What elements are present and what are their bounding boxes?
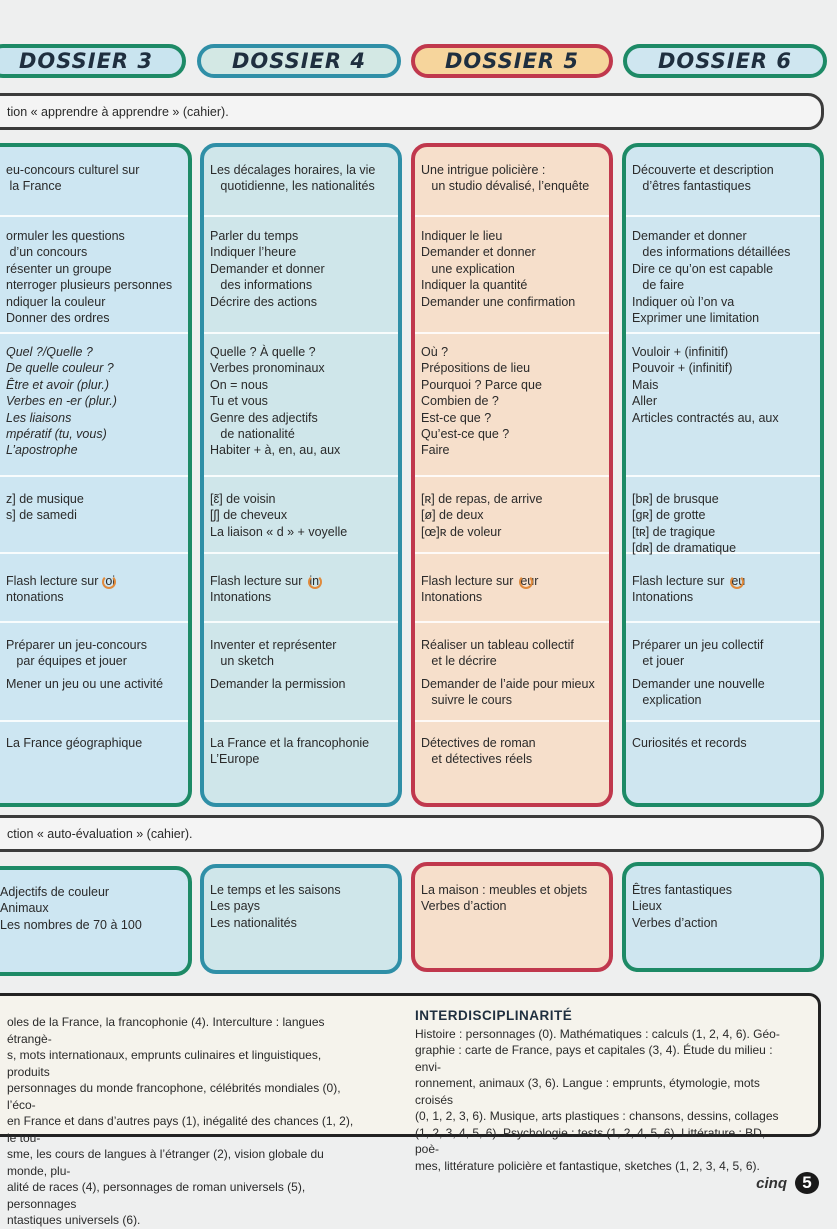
vocab-text: La maison : meubles et objets Verbes d’a… — [421, 883, 588, 914]
phonetics-text: z] de musique s] de samedi — [6, 492, 84, 523]
tab-dossier-5[interactable]: DOSSIER 5 — [411, 44, 613, 78]
culture-text: Curiosités et records — [632, 736, 747, 750]
column-dossier-4: Les décalages horaires, la vie quotidien… — [200, 143, 402, 807]
interdisciplinarity-box: oles de la France, la francophonie (4). … — [0, 993, 821, 1227]
interdisciplinarity-line: mes, littérature policière et fantastiqu… — [415, 1158, 760, 1173]
column-dossier-3: eu-concours culturel sur la France ormul… — [0, 143, 192, 807]
interdisciplinarity-line: (1, 2, 3, 4, 5, 6). Psychologie : tests … — [415, 1125, 766, 1157]
functions-text: Indiquer le lieu Demander et donner une … — [421, 229, 576, 309]
tab-dossier-3[interactable]: DOSSIER 3 — [0, 44, 186, 78]
grammar-text: Vouloir + (infinitif) Pouvoir + (infinit… — [632, 345, 779, 425]
interculture-line: sme, les cours de langues à l’étranger (… — [7, 1147, 324, 1178]
band-auto-evaluation-text: ction « auto-évaluation » (cahier). — [7, 826, 193, 841]
vocab-text: Adjectifs de couleur Animaux Les nombres… — [0, 885, 142, 932]
culture-text: La France géographique — [6, 736, 143, 750]
interculture-line: personnages du monde francophone, célébr… — [7, 1081, 341, 1112]
project-text: Réaliser un tableau collectif et le décr… — [421, 638, 574, 669]
interdisciplinarity-text: INTERDISCIPLINARITÉ Histoire : personnag… — [415, 1008, 787, 1174]
project-text: Préparer un jeu-concours par équipes et … — [6, 638, 148, 669]
functions-text: Parler du temps Indiquer l’heure Demande… — [210, 229, 325, 309]
functions-text: Demander et donner des informations déta… — [632, 229, 791, 326]
vocab-box-dossier-5: La maison : meubles et objets Verbes d’a… — [411, 862, 613, 972]
interculture-line: oles de la France, la francophonie (4). … — [7, 1015, 325, 1046]
grammar-text: Quel ?/Quelle ? De quelle couleur ? Être… — [6, 345, 117, 458]
vocab-text: Le temps et les saisons Les pays Les nat… — [210, 883, 341, 930]
interculture-line: alité de races (4), personnages de roman… — [7, 1180, 306, 1211]
project-text: Inventer et représenter un sketch — [210, 638, 337, 669]
project-text: Préparer un jeu collectif et jouer — [632, 638, 764, 669]
page-word: cinq — [756, 1174, 787, 1192]
functions-text: ormuler les questions d’un concours rése… — [6, 229, 173, 326]
sound-mark-icon — [308, 575, 322, 589]
sound-mark-icon — [519, 575, 533, 589]
phonetics-text: [bʀ] de brusque [gʀ] de grotte [tʀ] de t… — [632, 492, 737, 556]
grammar-text: Où ? Prépositions de lieu Pourquoi ? Par… — [421, 345, 542, 458]
column-dossier-6: Découverte et description d’êtres fantas… — [622, 143, 824, 807]
project-text-2: Demander de l’aide pour mieux suivre le … — [421, 677, 595, 708]
vocab-box-dossier-3: Adjectifs de couleur Animaux Les nombres… — [0, 866, 192, 976]
band-apprendre: tion « apprendre à apprendre » (cahier). — [0, 93, 824, 130]
column-dossier-5: Une intrigue policière : un studio déval… — [411, 143, 613, 807]
flash-lecture-text: Flash lecture sur eu Intonations — [632, 574, 746, 605]
interculture-line: ntastiques universels (6). — [7, 1213, 141, 1227]
band-apprendre-text: tion « apprendre à apprendre » (cahier). — [7, 104, 229, 119]
band-auto-evaluation: ction « auto-évaluation » (cahier). — [0, 815, 824, 852]
project-text-2: Mener un jeu ou une activité — [6, 677, 164, 691]
phonetics-text: [ɛ̃] de voisin [ʃ] de cheveux La liaison… — [210, 492, 348, 539]
flash-lecture-text: Flash lecture sur in Intonations — [210, 574, 320, 605]
culture-text: Détectives de roman et détectives réels — [421, 736, 536, 767]
culture-text: La France et la francophonie L’Europe — [210, 736, 370, 767]
project-text-2: Demander une nouvelle explication — [632, 677, 765, 708]
vocab-box-dossier-4: Le temps et les saisons Les pays Les nat… — [200, 864, 402, 974]
page-footer: cinq 5 — [756, 1172, 819, 1194]
interdisciplinarity-line: ronnement, animaux (3, 6). Langue : empr… — [415, 1076, 760, 1107]
interculture-text: oles de la France, la francophonie (4). … — [7, 1014, 365, 1229]
interdisciplinarity-line: Histoire : personnages (0). Mathématique… — [415, 1026, 780, 1041]
page-number: 5 — [795, 1172, 819, 1194]
interculture-line: en France et dans d’autres pays (1), iné… — [7, 1114, 354, 1145]
flash-lecture-text: Flash lecture sur oi ntonations — [6, 574, 116, 605]
phonetics-text: [ʀ] de repas, de arrive [ø] de deux [œ]ʀ… — [421, 492, 543, 539]
sound-mark-icon — [730, 575, 744, 589]
objectives-text: Les décalages horaires, la vie quotidien… — [210, 163, 376, 194]
grammar-text: Quelle ? À quelle ? Verbes pronominaux O… — [210, 345, 341, 458]
interculture-line: s, mots internationaux, emprunts culinai… — [7, 1048, 322, 1079]
vocab-text: Êtres fantastiques Lieux Verbes d’action — [632, 883, 733, 930]
objectives-text: Découverte et description d’êtres fantas… — [632, 163, 774, 194]
project-text-2: Demander la permission — [210, 677, 346, 691]
vocab-box-dossier-6: Êtres fantastiques Lieux Verbes d’action — [622, 862, 824, 972]
tab-dossier-6[interactable]: DOSSIER 6 — [623, 44, 827, 78]
objectives-text: Une intrigue policière : un studio déval… — [421, 163, 590, 194]
objectives-text: eu-concours culturel sur la France — [6, 163, 140, 194]
tab-dossier-4[interactable]: DOSSIER 4 — [197, 44, 401, 78]
interdisciplinarity-title: INTERDISCIPLINARITÉ — [415, 1008, 573, 1023]
sound-mark-icon — [102, 575, 116, 589]
interdisciplinarity-line: (0, 1, 2, 3, 6). Musique, arts plastique… — [415, 1109, 779, 1123]
interdisciplinarity-line: graphie : carte de France, pays et capit… — [415, 1043, 773, 1074]
